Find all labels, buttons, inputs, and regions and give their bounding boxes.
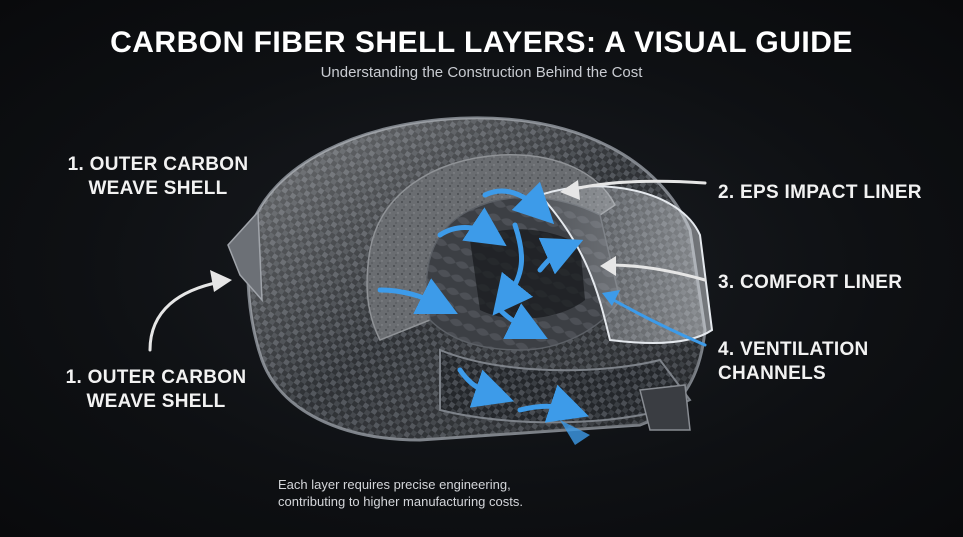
footnote: Each layer requires precise engineering,…	[278, 476, 578, 510]
page-subtitle: Understanding the Construction Behind th…	[320, 64, 643, 81]
label-outer-shell-bottom-line1: 1. OUTER CARBON	[65, 367, 247, 388]
label-ventilation: 4. VENTILATION CHANNELS	[718, 338, 869, 386]
label-outer-shell-bottom: 1. OUTER CARBON WEAVE SHELL	[56, 366, 256, 414]
label-outer-shell-bottom-line2: WEAVE SHELL	[86, 391, 226, 412]
label-outer-shell-top-line2: WEAVE SHELL	[88, 178, 228, 199]
label-ventilation-line2: CHANNELS	[718, 363, 826, 384]
label-eps-liner-line1: 2. EPS IMPACT LINER	[718, 182, 922, 203]
label-eps-liner: 2. EPS IMPACT LINER	[718, 181, 922, 205]
page-title: CARBON FIBER SHELL LAYERS: A VISUAL GUID…	[110, 26, 853, 59]
pointer-arrows	[148, 179, 707, 352]
footnote-line1: Each layer requires precise engineering,	[278, 477, 511, 492]
label-outer-shell-top-line1: 1. OUTER CARBON	[67, 154, 249, 175]
label-ventilation-line1: 4. VENTILATION	[718, 339, 869, 360]
airflow-arrows	[377, 181, 589, 423]
label-comfort-liner: 3. COMFORT LINER	[718, 271, 902, 295]
footnote-line2: contributing to higher manufacturing cos…	[278, 494, 523, 509]
label-outer-shell-top: 1. OUTER CARBON WEAVE SHELL	[48, 153, 268, 201]
label-comfort-liner-line1: 3. COMFORT LINER	[718, 272, 903, 293]
